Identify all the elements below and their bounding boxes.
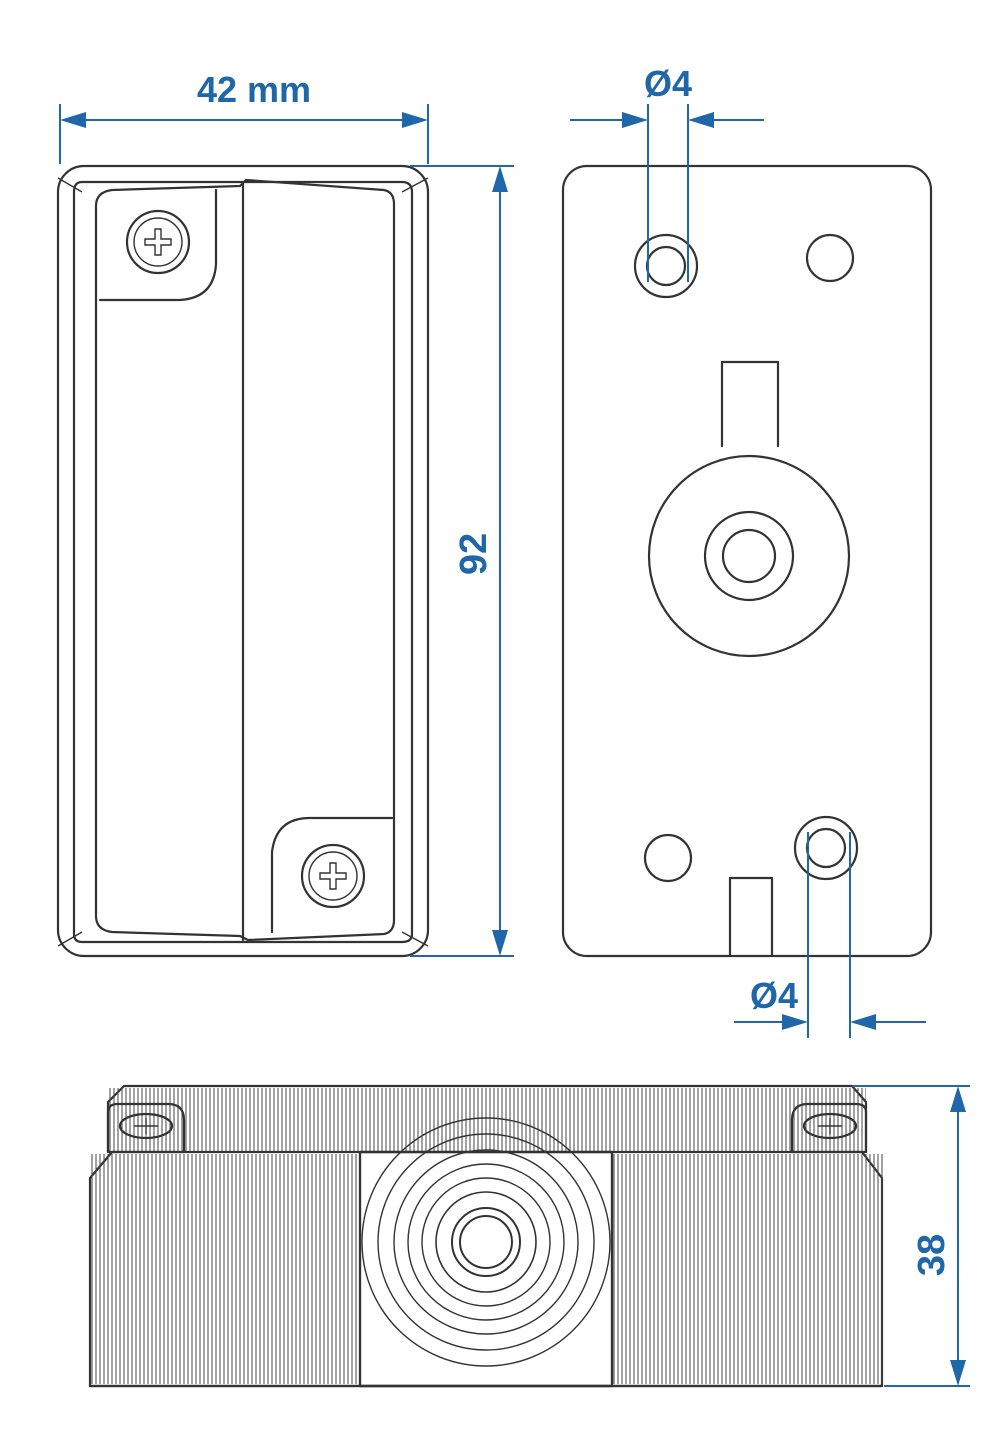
front-view [56,164,430,958]
depth-label: 38 [911,1234,953,1276]
front-bottom-screw-recess [270,816,394,934]
width-label: 42 mm [197,69,311,110]
hole-bottom-dimension: Ø4 [734,832,926,1038]
hole-top-dimension: Ø4 [570,63,764,282]
height-dimension: 92 [410,165,514,957]
side-lens-rings [361,1117,611,1367]
back-top-right-hole [805,233,855,283]
hole-top-label: Ø4 [644,63,692,104]
side-left-screw-icon [118,1112,174,1140]
back-cable-grommet [647,454,851,658]
back-bottom-left-hole [643,833,693,883]
side-left-screw-pocket [106,1102,186,1154]
front-top-screw-recess [98,188,218,302]
height-label: 92 [453,533,495,575]
front-top-screw-icon [125,209,191,275]
side-right-screw-icon [802,1112,858,1140]
side-right-ribs [613,1154,883,1384]
back-plate [561,164,933,958]
front-lens [94,178,396,942]
hole-bottom-label: Ø4 [750,975,798,1016]
side-top-ribs [109,1088,866,1152]
back-bottom-tab [728,876,774,958]
front-outer-housing [56,164,430,958]
side-view [88,1084,884,1388]
side-right-screw-pocket [790,1102,868,1154]
depth-dimension: 38 [852,1085,970,1387]
back-top-left-hole [633,233,699,299]
back-view [561,164,933,958]
back-bottom-right-hole [793,815,859,881]
back-cable-slot [720,360,780,448]
front-bottom-screw-icon [300,843,366,909]
side-left-ribs [91,1154,360,1384]
width-dimension: 42 mm [59,69,429,164]
